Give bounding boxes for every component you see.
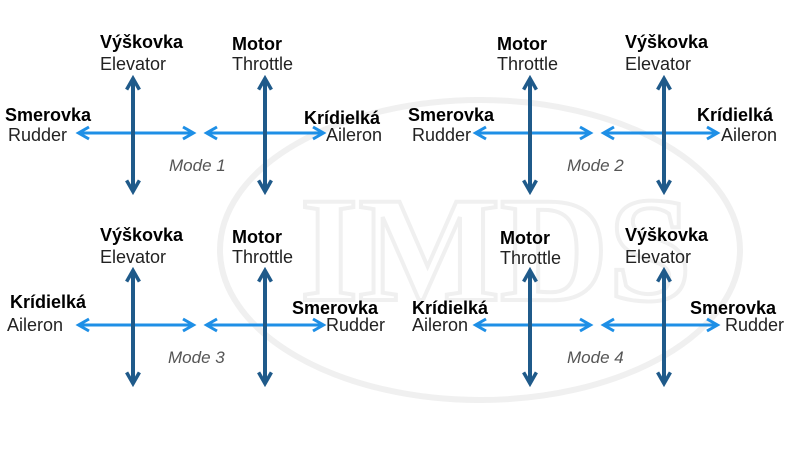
- watermark-text: IMDS: [300, 167, 692, 333]
- mode-3-panel: Výškovka Elevator Motor Throttle Krídiel…: [7, 225, 385, 367]
- mode2-left-horizontal-en: Rudder: [412, 125, 471, 145]
- mode4-left-vertical-en: Throttle: [500, 248, 561, 268]
- mode3-left-horizontal-sk: Krídielká: [10, 292, 87, 312]
- mode1-left-vertical-en: Elevator: [100, 54, 166, 74]
- mode-4-panel: Motor Throttle Výškovka Elevator Krídiel…: [412, 225, 784, 367]
- mode3-left-horizontal-en: Aileron: [7, 315, 63, 335]
- mode3-right-horizontal-sk: Smerovka: [292, 298, 379, 318]
- mode-1-panel: Výškovka Elevator Motor Throttle Smerovk…: [5, 32, 382, 175]
- mode3-left-vertical-en: Elevator: [100, 247, 166, 267]
- watermark-logo: IMDS: [217, 97, 743, 403]
- mode4-title: Mode 4: [567, 348, 624, 367]
- mode1-right-vertical-sk: Motor: [232, 34, 282, 54]
- mode2-right-horizontal-en: Aileron: [721, 125, 777, 145]
- mode4-right-horizontal-en: Rudder: [725, 315, 784, 335]
- mode3-title: Mode 3: [168, 348, 225, 367]
- mode2-left-vertical-en: Throttle: [497, 54, 558, 74]
- mode1-right-horizontal-sk: Krídielká: [304, 108, 381, 128]
- mode2-title: Mode 2: [567, 156, 624, 175]
- mode1-left-vertical-sk: Výškovka: [100, 32, 184, 52]
- mode4-left-vertical-sk: Motor: [500, 228, 550, 248]
- mode3-right-vertical-sk: Motor: [232, 227, 282, 247]
- mode3-left-vertical-sk: Výškovka: [100, 225, 184, 245]
- mode1-left-horizontal-en: Rudder: [8, 125, 67, 145]
- mode4-right-vertical-en: Elevator: [625, 247, 691, 267]
- mode4-left-horizontal-sk: Krídielká: [412, 298, 489, 318]
- mode4-right-vertical-sk: Výškovka: [625, 225, 709, 245]
- mode2-left-vertical-sk: Motor: [497, 34, 547, 54]
- mode3-right-vertical-en: Throttle: [232, 247, 293, 267]
- mode1-right-horizontal-en: Aileron: [326, 125, 382, 145]
- mode2-right-vertical-en: Elevator: [625, 54, 691, 74]
- mode2-left-horizontal-sk: Smerovka: [408, 105, 495, 125]
- mode4-right-horizontal-sk: Smerovka: [690, 298, 777, 318]
- mode1-title: Mode 1: [169, 156, 226, 175]
- mode2-right-vertical-sk: Výškovka: [625, 32, 709, 52]
- mode2-right-horizontal-sk: Krídielká: [697, 105, 774, 125]
- mode3-right-horizontal-en: Rudder: [326, 315, 385, 335]
- mode4-left-horizontal-en: Aileron: [412, 315, 468, 335]
- mode1-left-horizontal-sk: Smerovka: [5, 105, 92, 125]
- mode1-right-vertical-en: Throttle: [232, 54, 293, 74]
- mode-2-panel: Motor Throttle Výškovka Elevator Smerovk…: [408, 32, 777, 175]
